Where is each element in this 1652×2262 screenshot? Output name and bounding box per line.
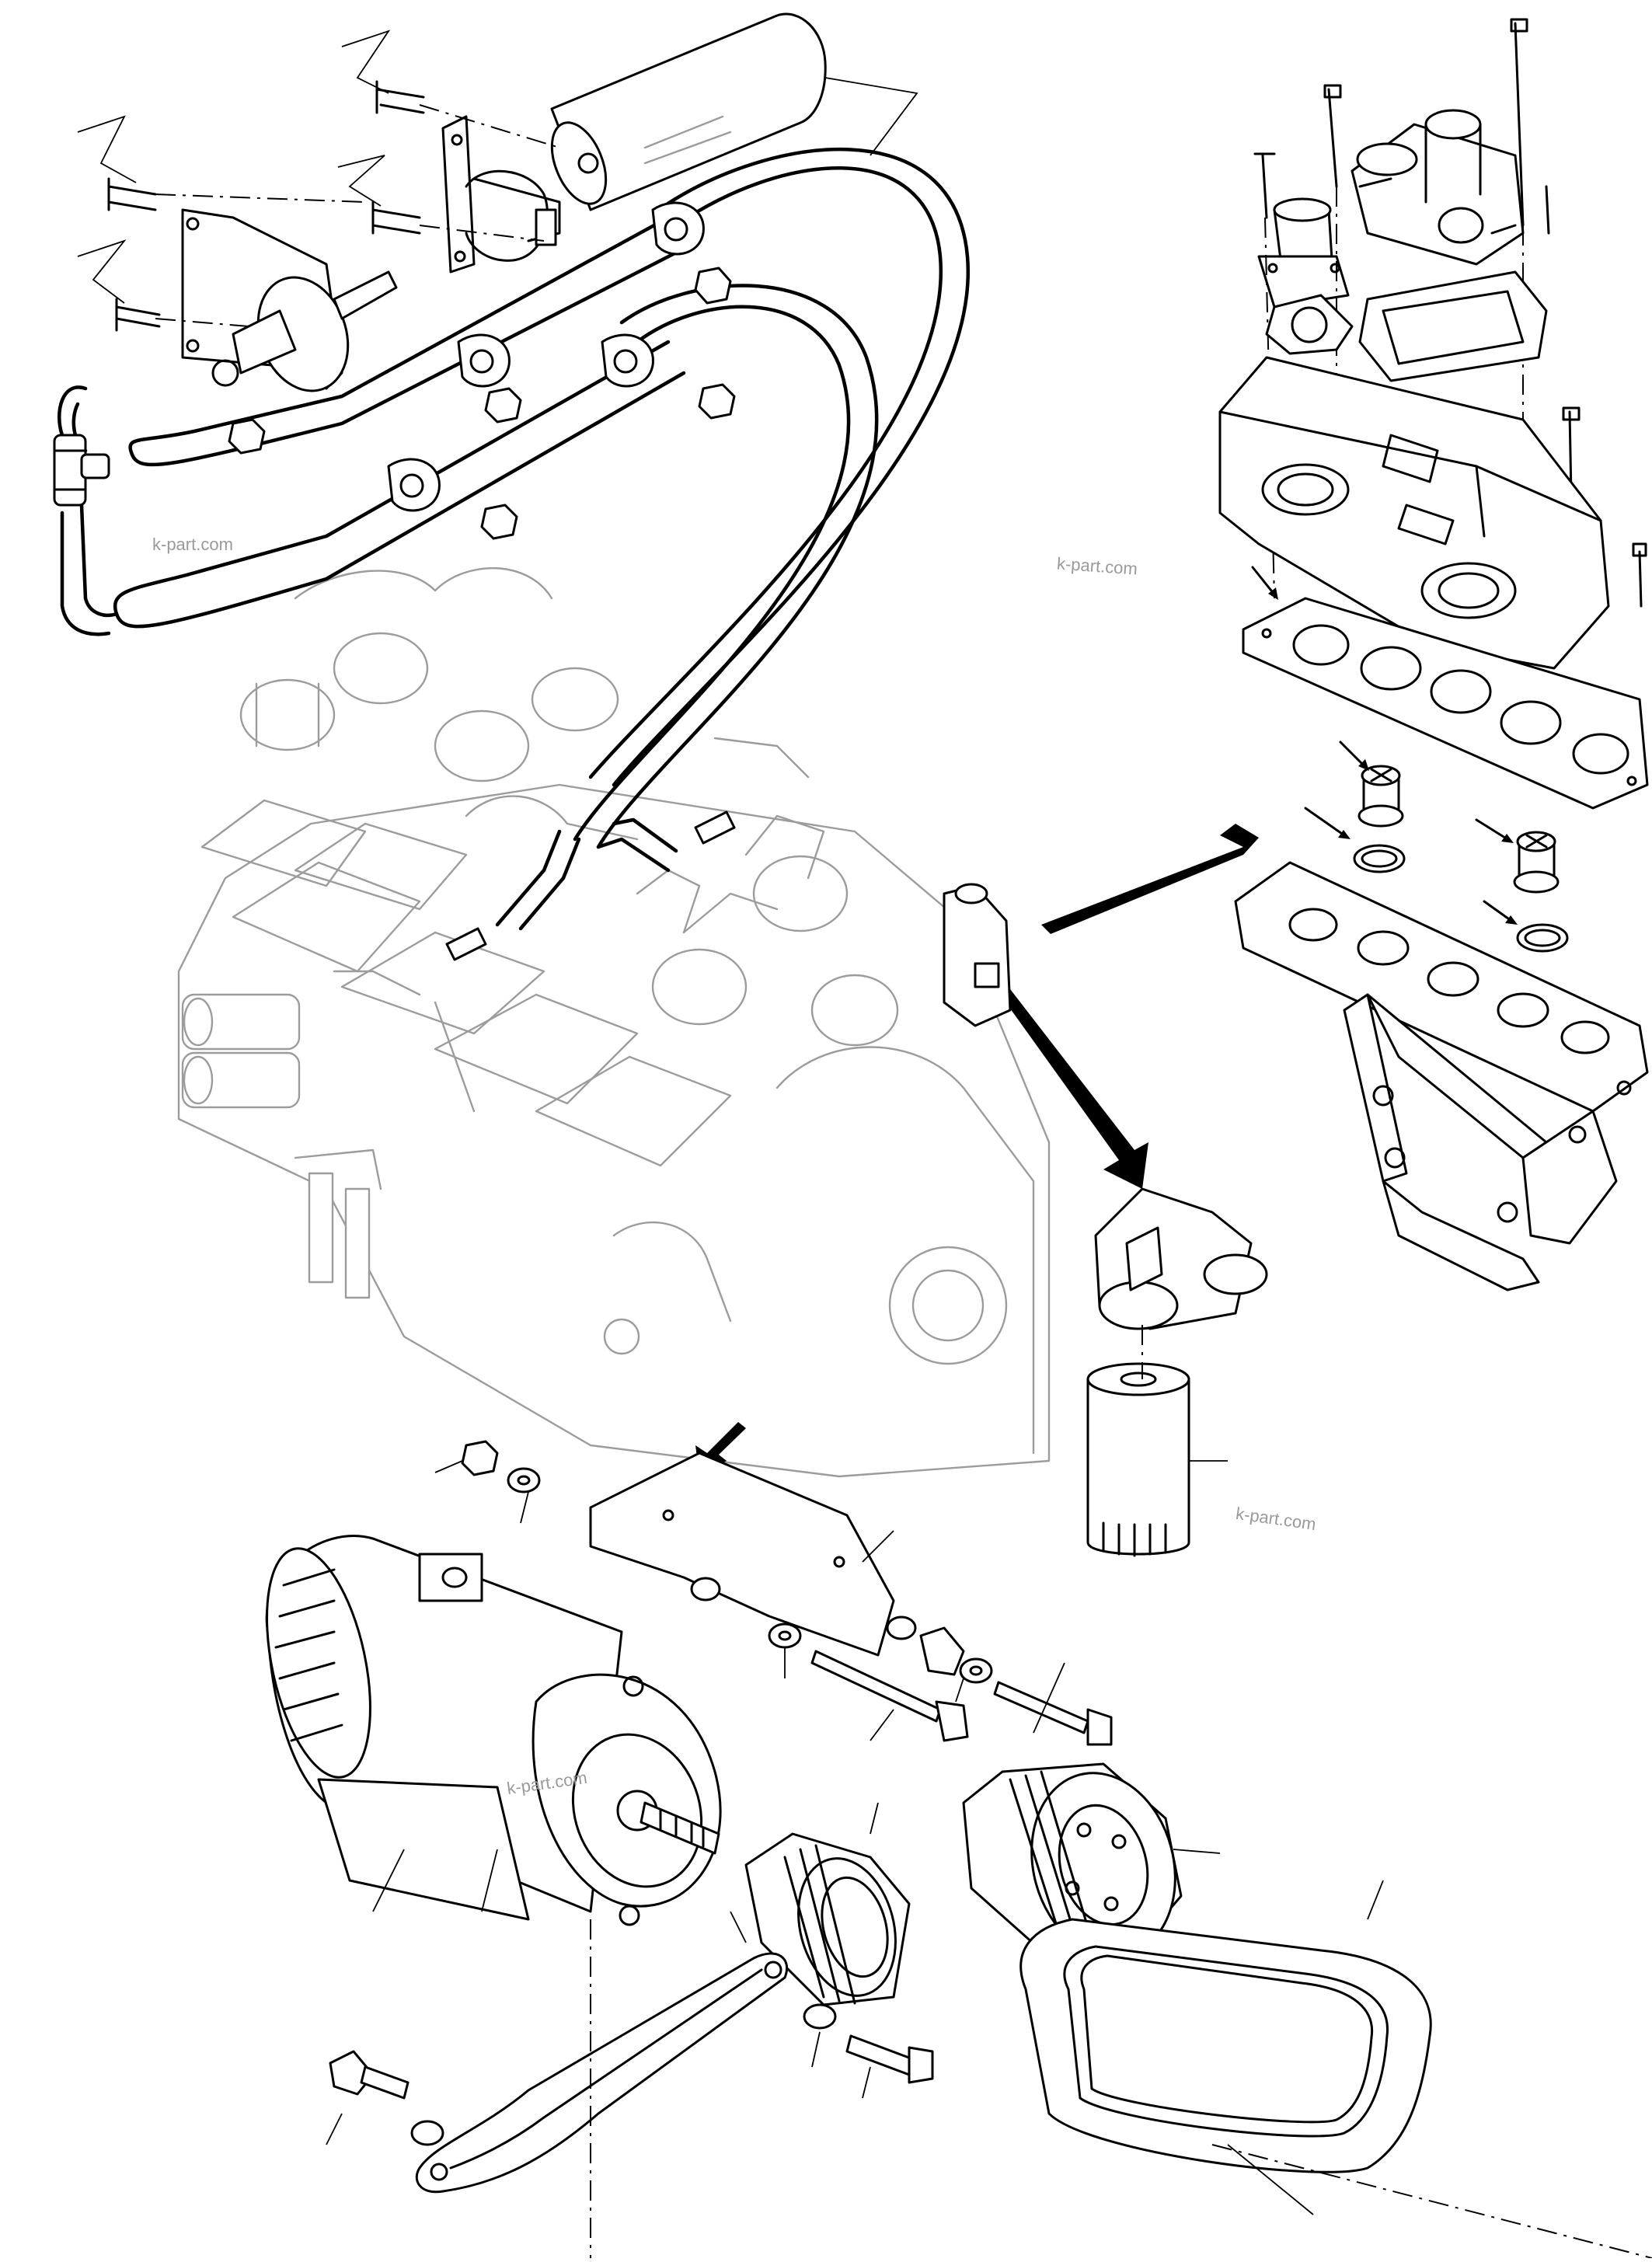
thermostat-housing-body — [1218, 356, 1610, 670]
filter-bracket-engine — [943, 883, 1012, 1027]
tension-arm — [326, 1911, 934, 2194]
drive-belt — [1019, 1880, 1432, 2215]
alternator-bracket — [589, 1452, 917, 1657]
tee-fitting — [53, 434, 110, 507]
engine-block — [177, 567, 1051, 1478]
centre-lines — [590, 1325, 1652, 2259]
alternator-bolts — [810, 1650, 1113, 1746]
mounting-bracket-left — [77, 115, 398, 392]
thermostat-left — [1357, 765, 1404, 828]
crank-pulley — [962, 1762, 1221, 1958]
watermark-top-left: k-part.com — [152, 535, 233, 554]
gaskets-upper — [1265, 270, 1548, 382]
thermostat-housing-cover — [1257, 109, 1525, 308]
filter-head — [1094, 1187, 1268, 1330]
hose-long-upper — [588, 147, 971, 787]
clamp-bracket-top — [337, 30, 561, 274]
seal-rings — [1353, 844, 1569, 953]
oil-filter — [1086, 1362, 1228, 1557]
thermostat-mounting-frame — [1234, 861, 1649, 1291]
pointer-arrows — [1251, 566, 1518, 925]
hose-clips — [387, 201, 705, 512]
silencer-canister — [550, 12, 918, 211]
thermostat-right — [1513, 831, 1560, 894]
hose-fittings-engine — [445, 810, 736, 961]
alternator — [265, 1535, 722, 1926]
alternator-spacers-washers — [434, 1440, 993, 1703]
housing-gasket — [1242, 597, 1649, 810]
nuts-upper — [228, 267, 736, 540]
